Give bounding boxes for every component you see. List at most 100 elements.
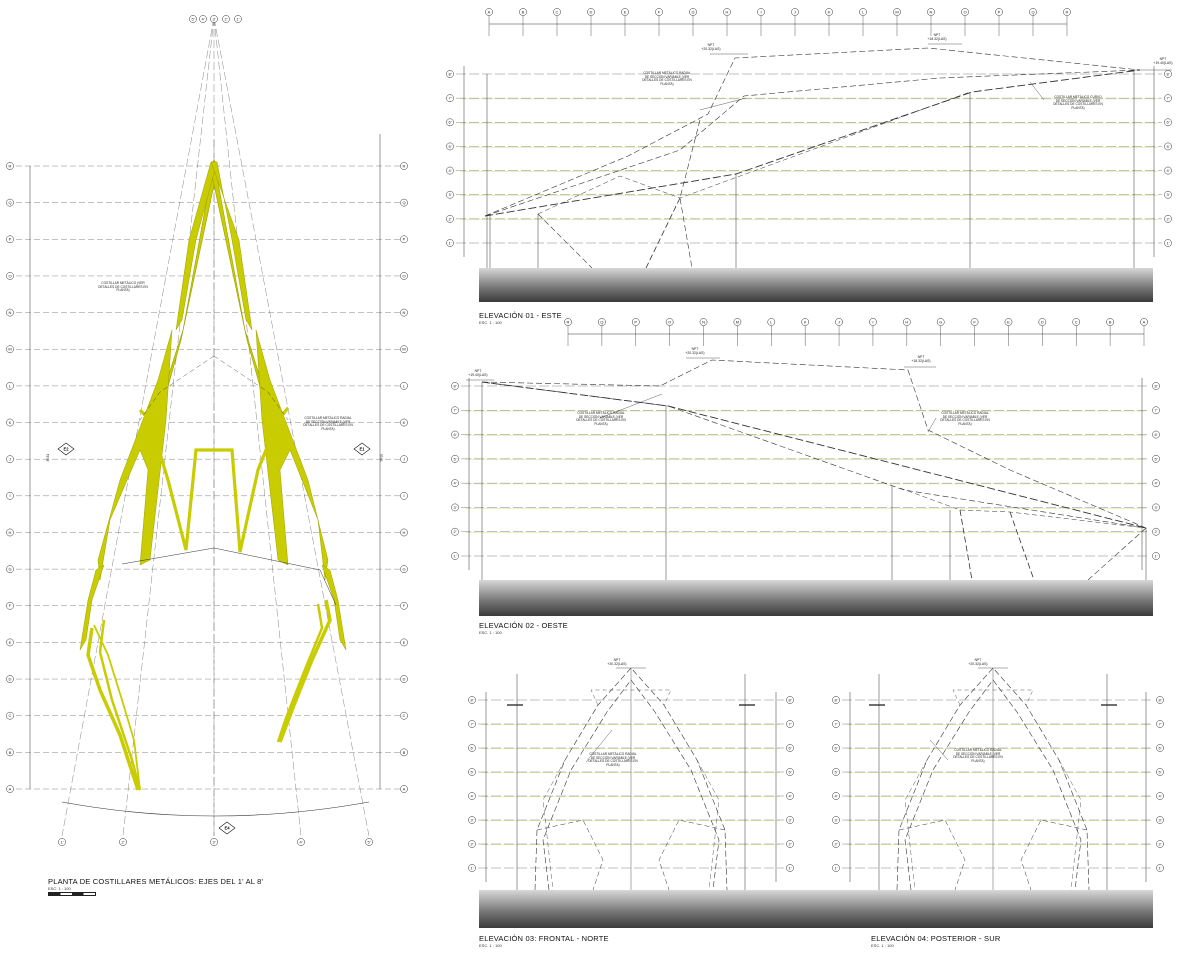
plan-row-axis-bubble-right: P bbox=[400, 235, 408, 244]
elev03-level-bubble-right: 1' bbox=[786, 864, 794, 872]
elev03-level-bubble-left: 4' bbox=[468, 792, 476, 800]
elev02-level-bubble-right: 8' bbox=[1152, 382, 1160, 390]
plan-row-axis-bubble-right: J bbox=[400, 455, 408, 464]
axis-bubble-circle bbox=[1164, 94, 1172, 102]
axis-bubble-label: R bbox=[1066, 9, 1069, 14]
elev02-top-axis-bubble: F bbox=[970, 318, 979, 326]
axis-bubble-label: 2' bbox=[1167, 216, 1170, 221]
elev04-scale: ESC. 1 : 100 bbox=[871, 943, 894, 948]
axis-bubble-label: P bbox=[998, 9, 1001, 14]
axis-bubble-label: 6' bbox=[1155, 432, 1158, 437]
axis-bubble-label: Q bbox=[600, 319, 603, 324]
axis-bubble-label: 6' bbox=[789, 745, 792, 750]
axis-bubble-label: L bbox=[403, 383, 406, 388]
axis-bubble-circle bbox=[786, 696, 794, 704]
axis-bubble-label: 3' bbox=[454, 505, 457, 510]
elev03-arch-leg-right-b bbox=[696, 759, 720, 891]
elev03-arch-outer bbox=[534, 667, 728, 891]
elev02-top-axis-bubble: G bbox=[936, 318, 945, 326]
plan-row-axis-bubble-right: H bbox=[400, 528, 408, 537]
elev01-level-bubble-left: 1' bbox=[446, 239, 454, 247]
elev02-top-axis-bubble: L bbox=[767, 318, 776, 326]
axis-bubble-label: D bbox=[9, 676, 12, 681]
plan-dimension-total-left: 35.61 bbox=[46, 453, 51, 462]
axis-bubble-circle bbox=[825, 8, 833, 16]
plan-top-axis-bubble: 3' bbox=[210, 15, 218, 23]
axis-bubble-label: 1' bbox=[789, 865, 792, 870]
axis-bubble-label: 1' bbox=[1155, 553, 1158, 558]
axis-bubble-label: J bbox=[403, 457, 405, 462]
plan-row-axis-bubble-left: E bbox=[6, 638, 14, 647]
plan-row-axis-bubble-right: L bbox=[400, 382, 408, 390]
axis-bubble-label: 6' bbox=[835, 745, 838, 750]
axis-bubble-label: B bbox=[403, 750, 406, 755]
axis-bubble-circle bbox=[1004, 318, 1013, 326]
axis-bubble-label: D bbox=[403, 676, 406, 681]
axis-bubble-label: 8' bbox=[835, 697, 838, 702]
axis-bubble-circle bbox=[786, 744, 794, 752]
axis-bubble-circle bbox=[400, 235, 408, 244]
plan-row-axis-bubble-left: M bbox=[6, 345, 14, 354]
plan-section-mark: E4 bbox=[218, 821, 236, 835]
axis-bubble-circle bbox=[767, 318, 776, 326]
axis-bubble-circle bbox=[400, 748, 408, 757]
axis-bubble-circle bbox=[1152, 455, 1160, 463]
axis-bubble-label: 8' bbox=[789, 697, 792, 702]
plan-row-axis-bubble-right: N bbox=[400, 308, 408, 317]
axis-bubble-circle bbox=[6, 638, 14, 647]
elev02-top-axis-bubble: E bbox=[1004, 318, 1013, 326]
axis-bubble-label: 7' bbox=[454, 408, 457, 413]
plan-row-axis-bubble-right: R bbox=[400, 162, 408, 170]
axis-bubble-circle bbox=[553, 8, 561, 16]
axis-bubble-circle bbox=[1156, 720, 1164, 728]
axis-bubble-label: Q bbox=[402, 200, 405, 205]
axis-bubble-label: 4' bbox=[1167, 168, 1170, 173]
axis-bubble-label: F bbox=[658, 9, 661, 14]
axis-bubble-circle bbox=[665, 318, 674, 326]
axis-bubble-circle bbox=[786, 816, 794, 824]
elev02-top-axis-bubble: D bbox=[1038, 318, 1047, 326]
elev04-level: NPT +20.32(LAS) bbox=[968, 658, 988, 666]
axis-bubble-label: 7' bbox=[1159, 721, 1162, 726]
axis-bubble-circle bbox=[598, 318, 606, 326]
elev02-level-bubble-right: 3' bbox=[1152, 503, 1160, 512]
axis-bubble-label: M bbox=[8, 347, 11, 352]
axis-bubble-label: 4' bbox=[202, 16, 205, 21]
plan-guide-left bbox=[139, 355, 215, 421]
axis-bubble-circle bbox=[446, 190, 454, 199]
axis-bubble-circle bbox=[1156, 816, 1164, 824]
elevation-04-drawing: 8'8'7'7'6'6'5'5'4'4'3'3'2'2'1'1' bbox=[832, 667, 1164, 891]
elev01-rib-b bbox=[484, 69, 1141, 217]
elev02-rib-d bbox=[899, 487, 1147, 529]
axis-bubble-circle bbox=[400, 785, 408, 793]
axis-bubble-circle bbox=[6, 382, 14, 390]
plan-row-axis-bubble-right: K bbox=[400, 418, 408, 427]
axis-bubble-label: 7' bbox=[449, 96, 452, 101]
plan-row-axis-bubble-left: G bbox=[6, 565, 14, 573]
elev04-arch-leg-right-a bbox=[1020, 819, 1088, 891]
axis-bubble-circle bbox=[1063, 8, 1071, 16]
axis-bubble-circle bbox=[733, 318, 742, 326]
section-mark-diamond bbox=[353, 442, 371, 456]
elev01-top-axis-bubble: C bbox=[553, 8, 561, 16]
elev02-level-c: NPT +18.32(LAS) bbox=[911, 355, 931, 363]
axis-bubble-circle bbox=[1152, 382, 1160, 390]
axis-bubble-label: L bbox=[770, 319, 773, 324]
axis-bubble-circle bbox=[961, 8, 969, 16]
axis-bubble-circle bbox=[1164, 70, 1172, 78]
axis-bubble-circle bbox=[723, 8, 731, 16]
axis-bubble-circle bbox=[1029, 8, 1037, 16]
axis-bubble-circle bbox=[451, 382, 459, 390]
axis-bubble-label: 2' bbox=[789, 841, 792, 846]
axis-bubble-circle bbox=[468, 768, 476, 776]
axis-bubble-label: G bbox=[939, 319, 942, 324]
plan-row-axis-bubble-left: C bbox=[6, 711, 14, 720]
axis-bubble-circle bbox=[400, 675, 408, 683]
axis-bubble-label: E bbox=[624, 9, 627, 14]
axis-bubble-label: 4' bbox=[1155, 481, 1158, 486]
axis-bubble-label: 5' bbox=[1159, 769, 1162, 774]
plan-row-axis-bubble-right: B bbox=[400, 748, 408, 757]
plan-section-mark: E1 bbox=[353, 442, 371, 456]
plan-scale: ESC. 1 : 100 bbox=[48, 886, 71, 891]
axis-bubble-circle bbox=[6, 162, 14, 170]
